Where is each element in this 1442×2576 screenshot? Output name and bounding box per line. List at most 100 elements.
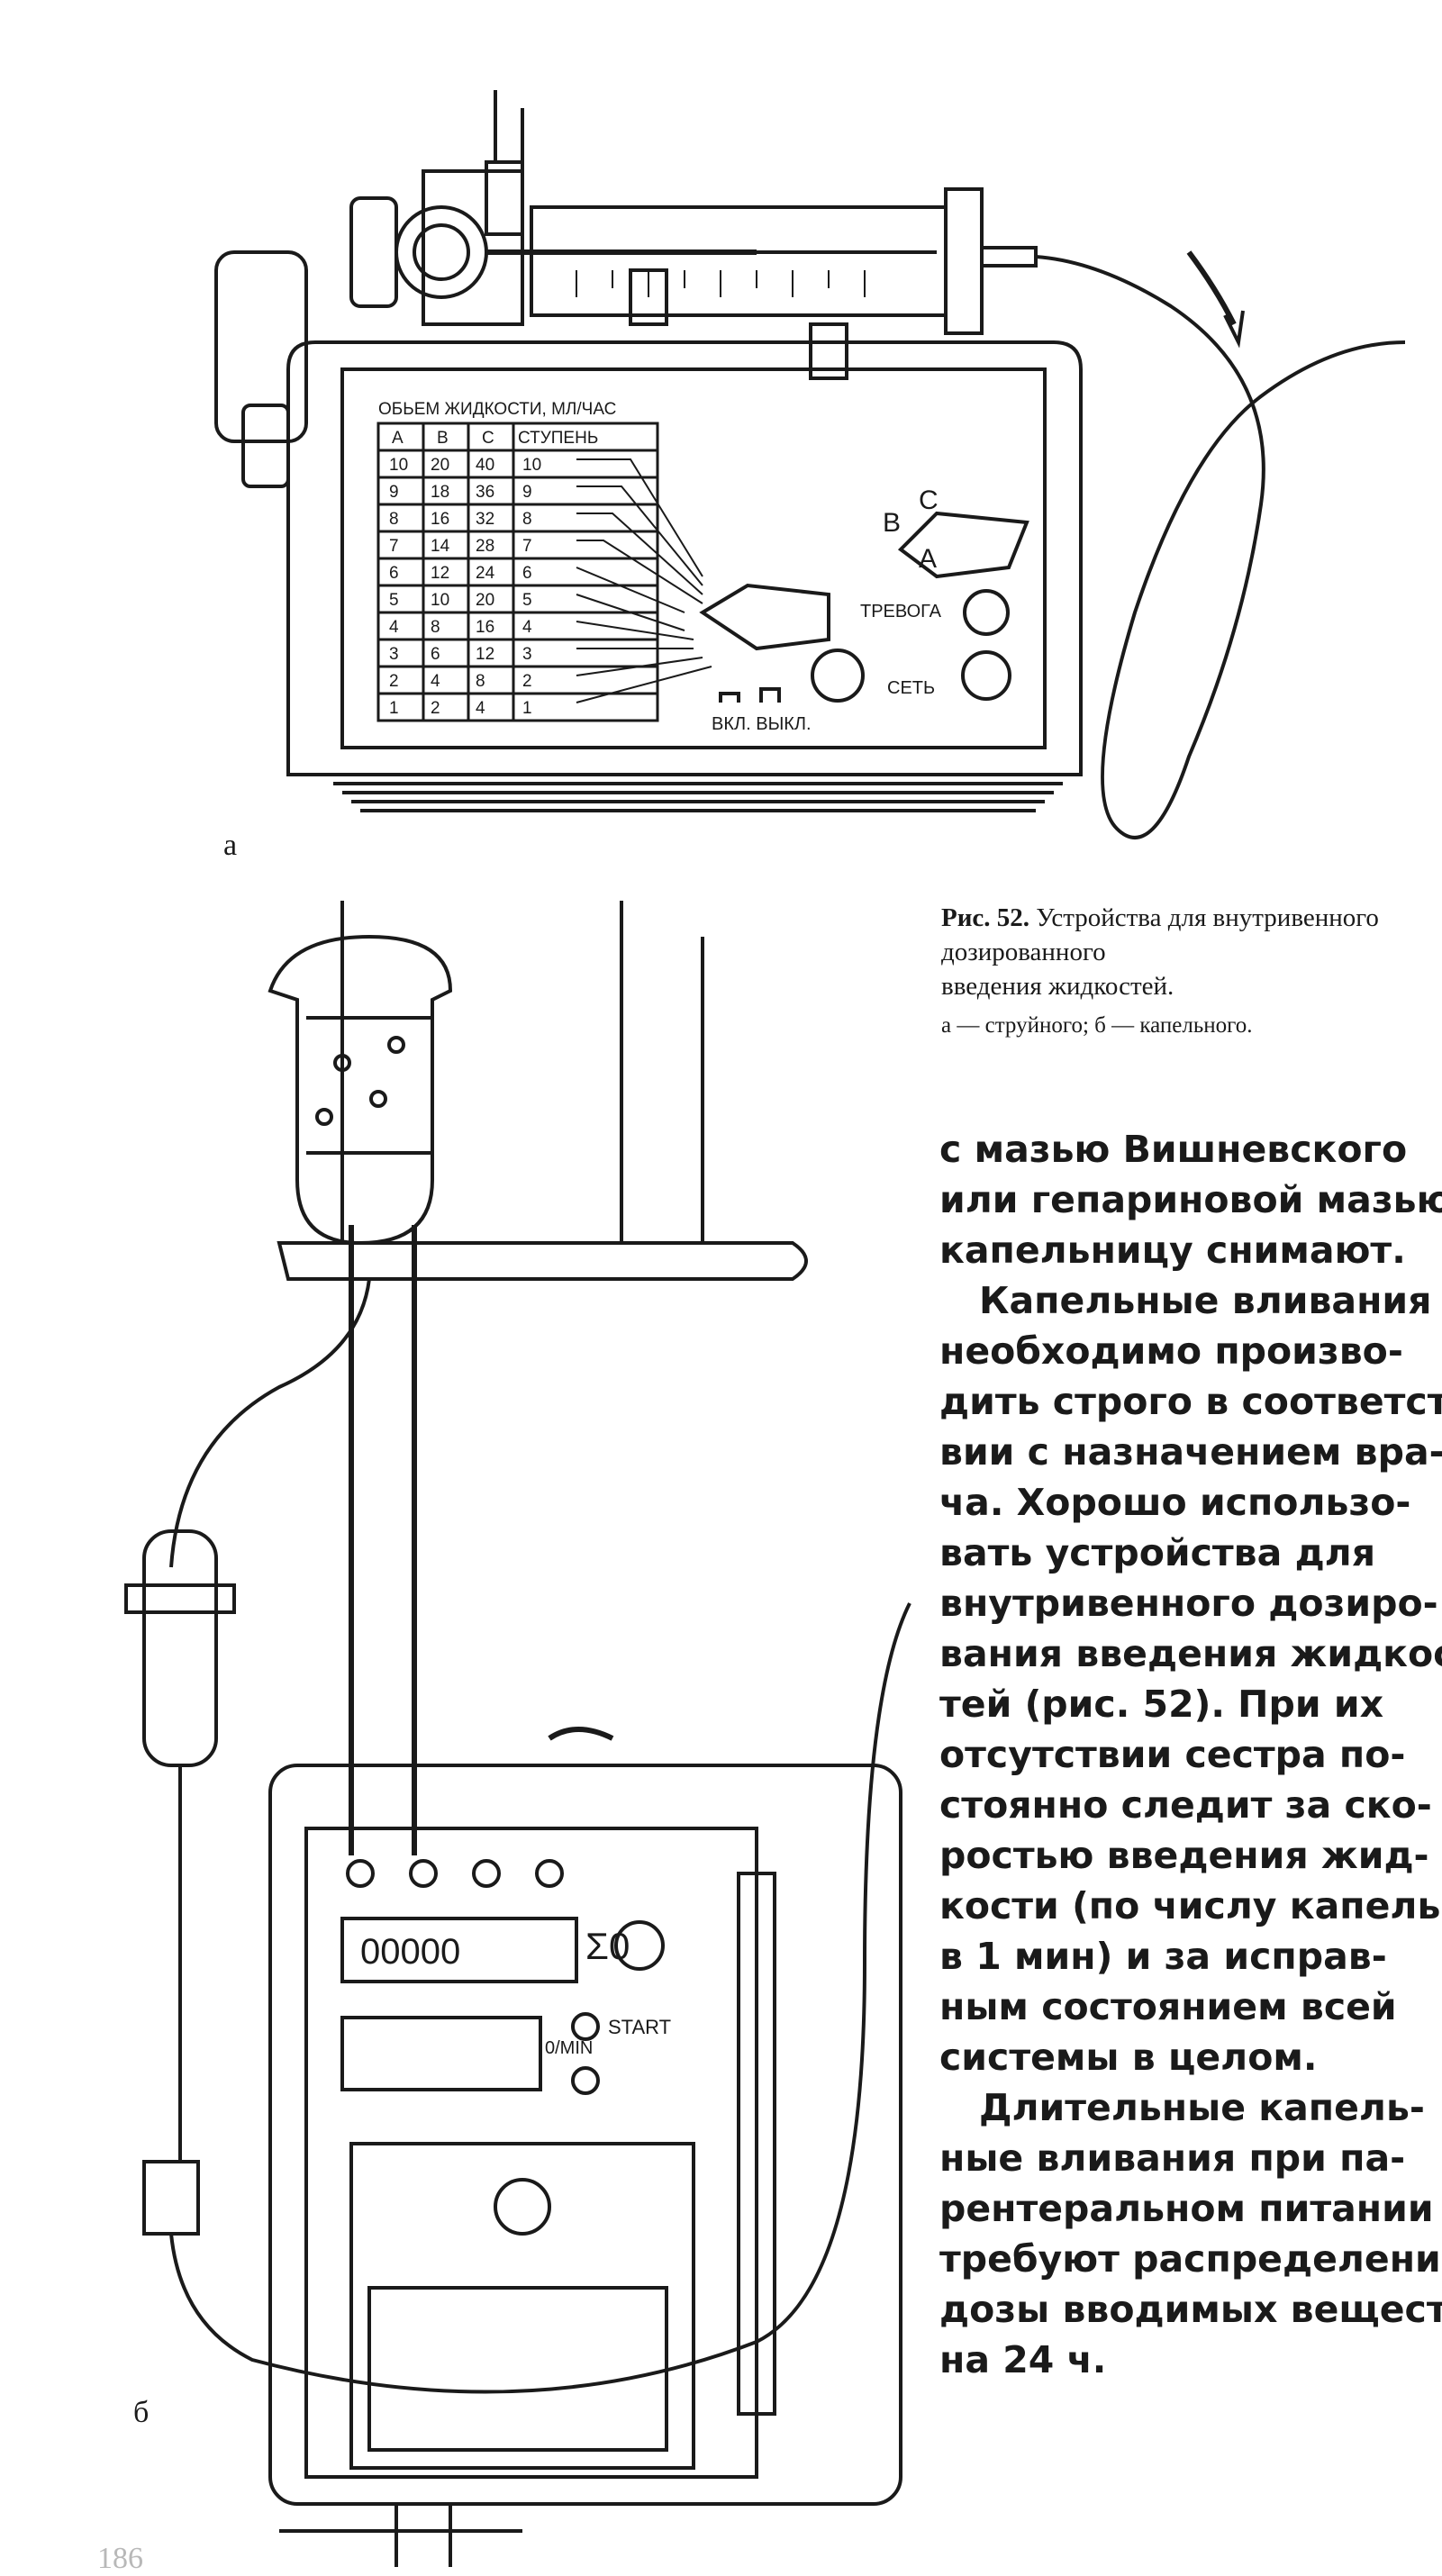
table-cell: 9 [522,483,532,502]
pump-housing [286,340,1083,776]
body-text: с мазью Вишневского или гепариновой мазь… [939,1124,1442,2385]
selector-label-b: B [883,508,901,538]
body-line: необходимо произво- [939,1329,1403,1373]
table-cell: 5 [389,591,399,610]
table-cell: 2 [389,672,399,691]
flow-rate-table [376,422,659,722]
drip-chamber [142,1529,218,1767]
body-line: ча. Хорошо использо- [939,1481,1411,1524]
start-button [571,2012,600,2041]
table-cell: 8 [389,510,399,529]
range-selector-knob [897,511,1029,579]
body-line: капельницу снимают. [939,1229,1406,1272]
drop-counter-digits: 00000 [360,1932,460,1972]
page-number: 186 [97,2542,143,2575]
table-col-step: СТУПЕНЬ [518,429,598,448]
table-cell: 36 [476,483,494,502]
table-cell: 40 [476,456,494,475]
table-cell: 10 [389,456,408,475]
table-cell: 2 [431,699,440,718]
alarm-lamp [963,589,1010,636]
body-line: с мазью Вишневского [939,1128,1408,1171]
table-cell: 1 [522,699,532,718]
table-cell: 16 [431,510,449,529]
syringe-barrel [530,205,948,317]
sigma-label: Σ0 [585,1925,630,1967]
body-line: тей (рис. 52). При их [939,1683,1384,1726]
alarm-label: ТРЕВОГА [860,602,942,621]
table-cell: 4 [389,618,399,637]
table-cell: 10 [431,591,449,610]
caption-sub: а — струйного; б — капельного. [941,1013,1253,1038]
body-line: вания введения жидкос- [939,1632,1442,1675]
body-line: кости (по числу капель [939,1884,1441,1927]
table-cell: 6 [431,645,440,664]
body-line: внутривенного дозиро- [939,1582,1438,1625]
table-cell: 3 [389,645,399,664]
drive-mechanism [422,169,524,326]
table-cell: 5 [522,591,532,610]
body-line: ростью введения жид- [939,1834,1429,1877]
caption-label: Рис. 52. [941,903,1030,932]
table-cell: 4 [522,618,532,637]
body-line: отсутствии сестра по- [939,1733,1406,1776]
power-lamp [961,650,1011,701]
table-cell: 18 [431,483,449,502]
counter-front-panel [304,1827,758,2479]
tube-guide [737,1872,776,2416]
table-cell: 8 [431,618,440,637]
table-cell: 12 [476,645,494,664]
table-cell: 1 [389,699,399,718]
table-col-b: B [437,429,449,448]
infusion-tube [1035,255,1406,839]
drip-sensor-cover [349,2142,695,2470]
table-cell: 2 [522,672,532,691]
start-label: START [608,2016,671,2038]
on-off-label: ВКЛ. ВЫКЛ. [712,714,812,734]
infusion-bottle [268,934,453,1246]
body-line: на 24 ч. [939,2338,1107,2381]
table-cell: 6 [522,564,532,583]
table-cell: 4 [431,672,440,691]
table-cell: 9 [389,483,399,502]
rate-display [340,2016,542,2091]
table-cell: 20 [476,591,494,610]
figure-caption: Рис. 52. Устройства для внутривенного до… [941,901,1442,1043]
roller-clamp [142,2160,200,2236]
table-col-a: A [392,429,404,448]
body-line: вать устройства для [939,1531,1376,1574]
table-cell: 28 [476,537,494,556]
front-panel [340,367,1047,749]
body-line: стоянно следит за ско- [939,1783,1432,1827]
table-cell: 7 [522,537,532,556]
body-line: дить строго в соответст- [939,1380,1442,1423]
table-title: ОБЬЕМ ЖИДКОСТИ, МЛ/ЧАС [378,400,616,419]
body-line: вии с назначением вра- [939,1430,1442,1474]
table-cell: 12 [431,564,449,583]
table-cell: 20 [431,456,449,475]
body-line: в 1 мин) и за исправ- [939,1935,1387,1978]
on-off-button [811,649,865,703]
power-label: СЕТЬ [887,678,935,698]
selector-label-c: C [919,485,939,515]
table-cell: 10 [522,456,541,475]
table-col-c: C [482,429,494,448]
body-line: рентеральном питании [939,2187,1434,2230]
body-line: Капельные вливания [979,1279,1432,1322]
drop-counter-display [340,1917,578,1983]
table-cell: 32 [476,510,494,529]
table-cell: 8 [476,672,485,691]
body-line: требуют распределения [939,2237,1442,2281]
table-cell: 16 [476,618,494,637]
syringe-pump-illustration: ОБЬЕМ ЖИДКОСТИ, МЛ/ЧАС A B C СТУПЕНЬ 10 2… [214,90,1406,839]
body-line: дозы вводимых веществ [939,2288,1442,2331]
caption-line-2: введения жидкостей. [941,972,1174,1001]
body-line: ные вливания при па- [939,2136,1406,2180]
panel-letter-a: а [223,829,238,862]
panel-letter-b: б [133,2396,150,2429]
stand-shelf [277,1241,808,1281]
reset-button [614,1920,665,1971]
syringe-tip-holder [944,187,984,335]
selector-label-a: A [919,544,937,574]
